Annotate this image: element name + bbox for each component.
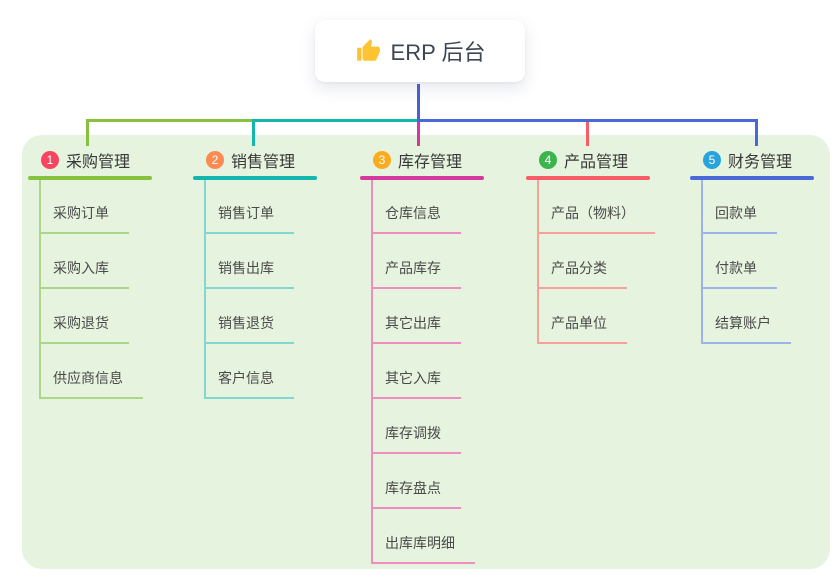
background-panel bbox=[22, 135, 830, 569]
sub-node[interactable]: 付款单 bbox=[701, 259, 777, 289]
horizontal-connector-right bbox=[417, 119, 758, 122]
branch-trunk-line bbox=[701, 180, 703, 344]
branch-number-badge: 5 bbox=[703, 151, 721, 169]
root-node[interactable]: ERP 后台 bbox=[315, 20, 525, 82]
sub-node[interactable]: 客户信息 bbox=[204, 369, 294, 399]
branch-node[interactable]: 1 采购管理 bbox=[28, 147, 130, 173]
branch-drop-line bbox=[252, 121, 255, 146]
branch-drop-line bbox=[86, 121, 89, 146]
sub-node[interactable]: 回款单 bbox=[701, 204, 777, 234]
horizontal-connector-mid bbox=[252, 119, 420, 122]
sub-node[interactable]: 产品（物料） bbox=[537, 204, 655, 234]
sub-node[interactable]: 库存盘点 bbox=[371, 479, 461, 509]
branch-number-badge: 4 bbox=[539, 151, 557, 169]
root-connector-line bbox=[417, 84, 420, 122]
branch-underline bbox=[690, 176, 814, 180]
branch-underline bbox=[193, 176, 317, 180]
branch-underline bbox=[360, 176, 484, 180]
branch-drop-line bbox=[755, 121, 758, 146]
sub-node[interactable]: 产品单位 bbox=[537, 314, 627, 344]
branch-trunk-line bbox=[371, 180, 373, 564]
sub-node[interactable]: 采购入库 bbox=[39, 259, 129, 289]
branch-drop-line bbox=[417, 121, 420, 146]
branch-underline bbox=[526, 176, 650, 180]
root-node-label: ERP 后台 bbox=[390, 40, 486, 65]
sub-node[interactable]: 产品分类 bbox=[537, 259, 627, 289]
branch-node[interactable]: 2 销售管理 bbox=[193, 147, 295, 173]
branch-node-label: 销售管理 bbox=[231, 154, 296, 171]
sub-node[interactable]: 销售订单 bbox=[204, 204, 294, 234]
sub-node[interactable]: 销售退货 bbox=[204, 314, 294, 344]
sub-node[interactable]: 仓库信息 bbox=[371, 204, 461, 234]
sub-node[interactable]: 结算账户 bbox=[701, 314, 791, 344]
branch-trunk-line bbox=[39, 180, 41, 399]
branch-node[interactable]: 5 财务管理 bbox=[690, 147, 792, 173]
branch-trunk-line bbox=[537, 180, 539, 344]
sub-node[interactable]: 产品库存 bbox=[371, 259, 461, 289]
branch-node-label: 库存管理 bbox=[398, 154, 463, 171]
sub-node[interactable]: 其它入库 bbox=[371, 369, 461, 399]
branch-trunk-line bbox=[204, 180, 206, 399]
branch-node-label: 财务管理 bbox=[728, 154, 793, 171]
horizontal-connector-left bbox=[86, 119, 255, 122]
branch-node[interactable]: 4 产品管理 bbox=[526, 147, 628, 173]
sub-node[interactable]: 出库库明细 bbox=[371, 534, 475, 564]
branch-number-badge: 3 bbox=[373, 151, 391, 169]
sub-node[interactable]: 采购订单 bbox=[39, 204, 129, 234]
sub-node[interactable]: 销售出库 bbox=[204, 259, 294, 289]
branch-number-badge: 2 bbox=[206, 151, 224, 169]
branch-node-label: 产品管理 bbox=[564, 154, 629, 171]
thumbs-up-icon bbox=[355, 38, 381, 64]
sub-node[interactable]: 采购退货 bbox=[39, 314, 129, 344]
branch-underline bbox=[28, 176, 152, 180]
branch-node-label: 采购管理 bbox=[66, 154, 131, 171]
sub-node[interactable]: 库存调拨 bbox=[371, 424, 461, 454]
branch-drop-line bbox=[586, 121, 589, 146]
branch-node[interactable]: 3 库存管理 bbox=[360, 147, 462, 173]
sub-node[interactable]: 供应商信息 bbox=[39, 369, 143, 399]
sub-node[interactable]: 其它出库 bbox=[371, 314, 461, 344]
branch-number-badge: 1 bbox=[41, 151, 59, 169]
